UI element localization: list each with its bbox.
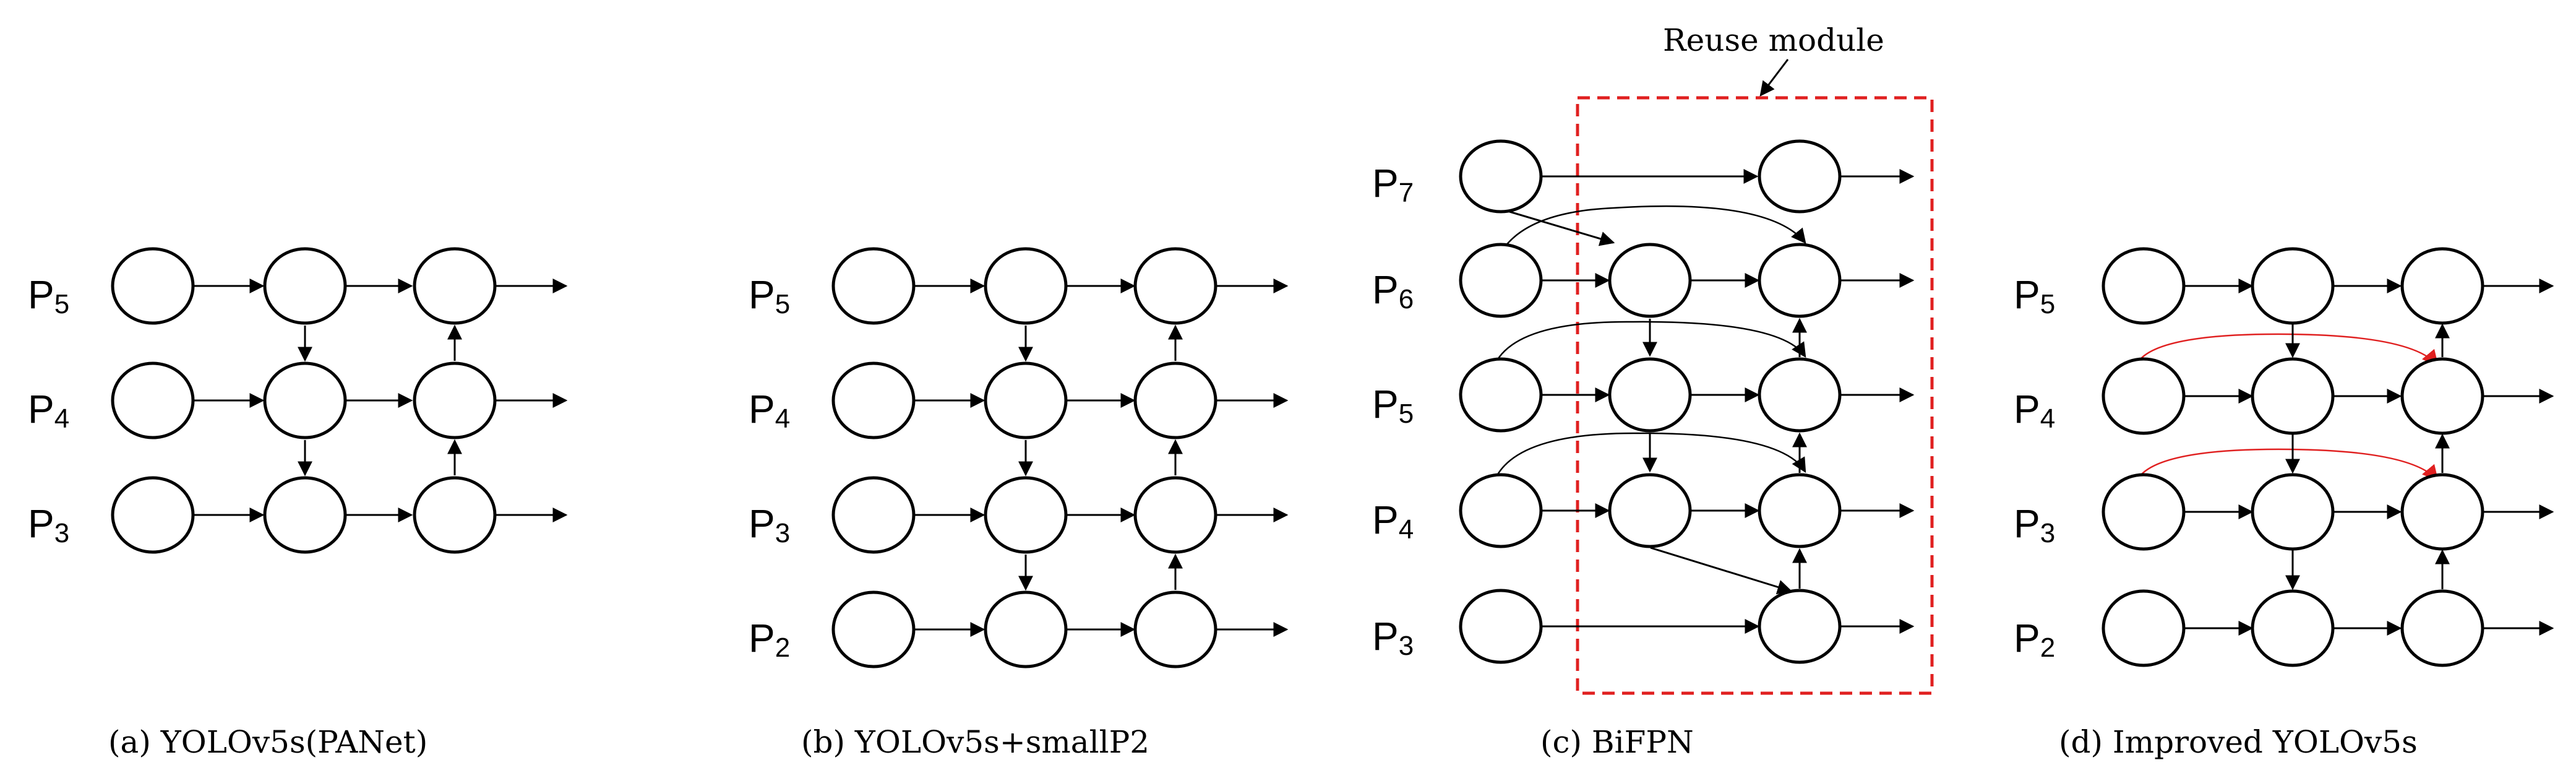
node bbox=[984, 590, 1068, 668]
label-p3-a: P3 bbox=[28, 501, 69, 548]
node bbox=[831, 590, 916, 668]
label-p3-d: P3 bbox=[2014, 501, 2055, 548]
panel-a: P5 P4 P3 (a) YOLOv5s(PANet) bbox=[28, 247, 568, 760]
node bbox=[2102, 589, 2186, 667]
node bbox=[413, 247, 497, 325]
node bbox=[1459, 243, 1543, 318]
label-p7-c: P7 bbox=[1372, 161, 1414, 208]
node bbox=[831, 361, 916, 439]
node bbox=[111, 247, 195, 325]
node bbox=[2251, 473, 2335, 551]
label-p6-c: P6 bbox=[1372, 267, 1414, 314]
node bbox=[413, 361, 497, 439]
node bbox=[1459, 139, 1543, 214]
label-p4-a: P4 bbox=[28, 387, 69, 434]
panel-d: P5 P4 P3 P2 (d bbox=[2014, 247, 2554, 760]
node bbox=[1758, 473, 1842, 548]
node bbox=[1758, 139, 1842, 214]
node bbox=[984, 247, 1068, 325]
node bbox=[1758, 357, 1842, 433]
node bbox=[413, 476, 497, 554]
node bbox=[1459, 473, 1543, 548]
node bbox=[1459, 357, 1543, 433]
label-p4-b: P4 bbox=[749, 387, 790, 434]
label-p5-c: P5 bbox=[1372, 382, 1414, 429]
skip-connection-p4 bbox=[2140, 333, 2439, 366]
node bbox=[984, 361, 1068, 439]
node bbox=[263, 361, 347, 439]
node bbox=[831, 247, 916, 325]
label-p4-c: P4 bbox=[1372, 498, 1414, 545]
node bbox=[2102, 357, 2186, 435]
reuse-module-label: Reuse module bbox=[1663, 22, 1884, 58]
node bbox=[2102, 247, 2186, 325]
node bbox=[2400, 589, 2484, 667]
label-p5-b: P5 bbox=[749, 272, 790, 319]
label-p2-d: P2 bbox=[2014, 616, 2055, 663]
label-p4-d: P4 bbox=[2014, 387, 2055, 434]
panel-c: P7 P6 P5 P4 P3 Reuse module bbox=[1372, 22, 1934, 760]
node bbox=[2400, 473, 2484, 551]
node bbox=[2251, 357, 2335, 435]
node bbox=[2251, 247, 2335, 325]
node bbox=[1608, 357, 1692, 433]
node bbox=[984, 476, 1068, 554]
node bbox=[263, 476, 347, 554]
node bbox=[1608, 243, 1692, 318]
caption-b: (b) YOLOv5s+smallP2 bbox=[801, 724, 1149, 760]
caption-a: (a) YOLOv5s(PANet) bbox=[108, 724, 427, 760]
caption-d: (d) Improved YOLOv5s bbox=[2059, 724, 2418, 760]
label-p5-a: P5 bbox=[28, 272, 69, 319]
node bbox=[1133, 247, 1217, 325]
caption-c: (c) BiFPN bbox=[1540, 724, 1694, 760]
node bbox=[1133, 361, 1217, 439]
node bbox=[1608, 473, 1692, 548]
label-p3-b: P3 bbox=[749, 501, 790, 548]
node bbox=[1133, 590, 1217, 668]
skip-connection-p3 bbox=[2140, 448, 2439, 482]
node bbox=[831, 476, 916, 554]
panel-b: P5 P4 P3 P2 (b) YOLOv5s+small bbox=[749, 247, 1289, 760]
node bbox=[2102, 473, 2186, 551]
node bbox=[1758, 243, 1842, 318]
node bbox=[1758, 589, 1842, 664]
label-p2-b: P2 bbox=[749, 616, 790, 663]
node bbox=[111, 361, 195, 439]
node bbox=[111, 476, 195, 554]
node bbox=[1133, 476, 1217, 554]
node bbox=[263, 247, 347, 325]
label-p5-d: P5 bbox=[2014, 272, 2055, 319]
node bbox=[1459, 589, 1543, 664]
node bbox=[2251, 589, 2335, 667]
label-p3-c: P3 bbox=[1372, 614, 1414, 661]
node bbox=[2400, 247, 2484, 325]
node bbox=[2400, 357, 2484, 435]
